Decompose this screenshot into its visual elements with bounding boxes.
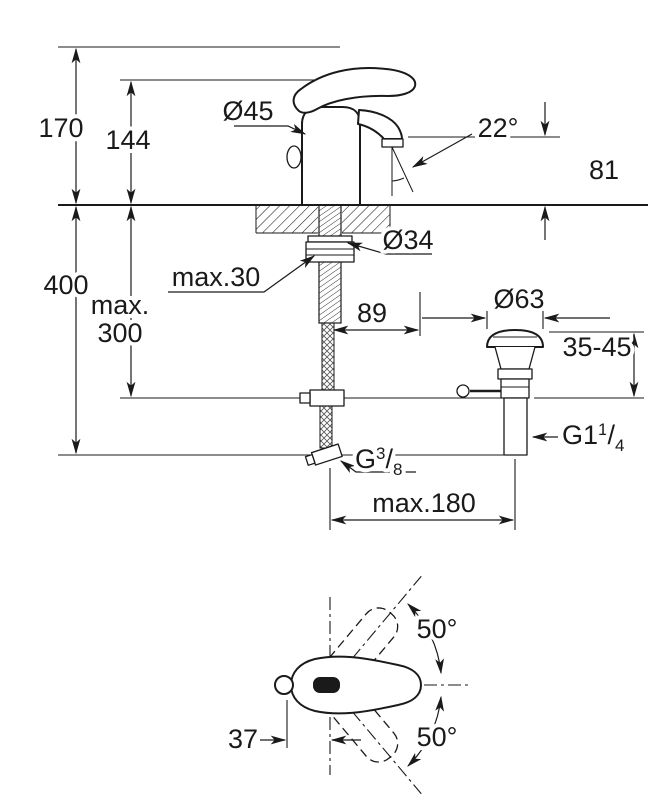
spout bbox=[357, 109, 403, 140]
top-down-view: 50° 50° 37 bbox=[224, 575, 468, 795]
dim-label-max300-line1: max. bbox=[91, 290, 150, 320]
hose-end-fitting bbox=[304, 443, 343, 466]
pop-up-waste bbox=[456, 329, 544, 456]
waste-tailpipe bbox=[503, 397, 528, 456]
water-stream bbox=[391, 146, 414, 196]
pull-rod-knob bbox=[286, 145, 302, 169]
dim-label-22deg: 22° bbox=[478, 113, 519, 143]
angle-arc-up bbox=[407, 603, 444, 675]
dim-label-50deg-down: 50° bbox=[417, 722, 458, 752]
washer bbox=[307, 235, 353, 243]
dim-label-max30: max.30 bbox=[172, 262, 261, 292]
waste-mechanism bbox=[500, 378, 530, 399]
dim-label-dia45: Ø45 bbox=[222, 96, 273, 126]
supply-hoses bbox=[299, 322, 345, 466]
dim-label-max180: max.180 bbox=[372, 488, 476, 518]
dim-label-144: 144 bbox=[105, 125, 150, 155]
dim-label-g3-8: G3/8 bbox=[355, 444, 402, 479]
dim-label-81: 81 bbox=[589, 155, 619, 185]
dim-label-89: 89 bbox=[357, 298, 387, 328]
waste-flange bbox=[486, 329, 544, 348]
waste-taper bbox=[494, 346, 536, 370]
dim-label-400: 400 bbox=[43, 270, 88, 300]
faucet-body bbox=[301, 106, 361, 206]
faucet-body-group bbox=[286, 67, 417, 206]
side-view: 170 144 Ø45 22° 81 400 max. 300 max.30 Ø… bbox=[34, 46, 648, 530]
dim-37-lines bbox=[260, 700, 361, 748]
dimension-lines bbox=[71, 47, 639, 525]
countertop-section bbox=[255, 206, 391, 234]
lever-ball-joint bbox=[456, 384, 470, 398]
dim-label-37: 37 bbox=[228, 724, 258, 754]
handle-top-view bbox=[290, 655, 422, 715]
lever-handle bbox=[292, 67, 417, 114]
aerator bbox=[381, 138, 404, 148]
leader-lines bbox=[168, 123, 558, 474]
dim-label-170: 170 bbox=[38, 113, 83, 143]
rod-guide bbox=[309, 389, 345, 407]
dim-label-max300-line2: 300 bbox=[97, 318, 142, 348]
angle-arc-down bbox=[407, 695, 444, 767]
dim-label-35-45: 35-45 bbox=[562, 332, 631, 362]
dim-label-dia63: Ø63 bbox=[493, 284, 544, 314]
mounting-shank bbox=[305, 204, 355, 324]
dim-label-g1-1-4: G11/4 bbox=[562, 420, 624, 455]
dim-label-50deg-up: 50° bbox=[417, 614, 458, 644]
pull-rod-knob-top-view bbox=[274, 675, 294, 695]
mounting-nut bbox=[305, 241, 355, 263]
dim-label-dia34: Ø34 bbox=[382, 225, 433, 255]
handle-slot bbox=[313, 677, 340, 693]
